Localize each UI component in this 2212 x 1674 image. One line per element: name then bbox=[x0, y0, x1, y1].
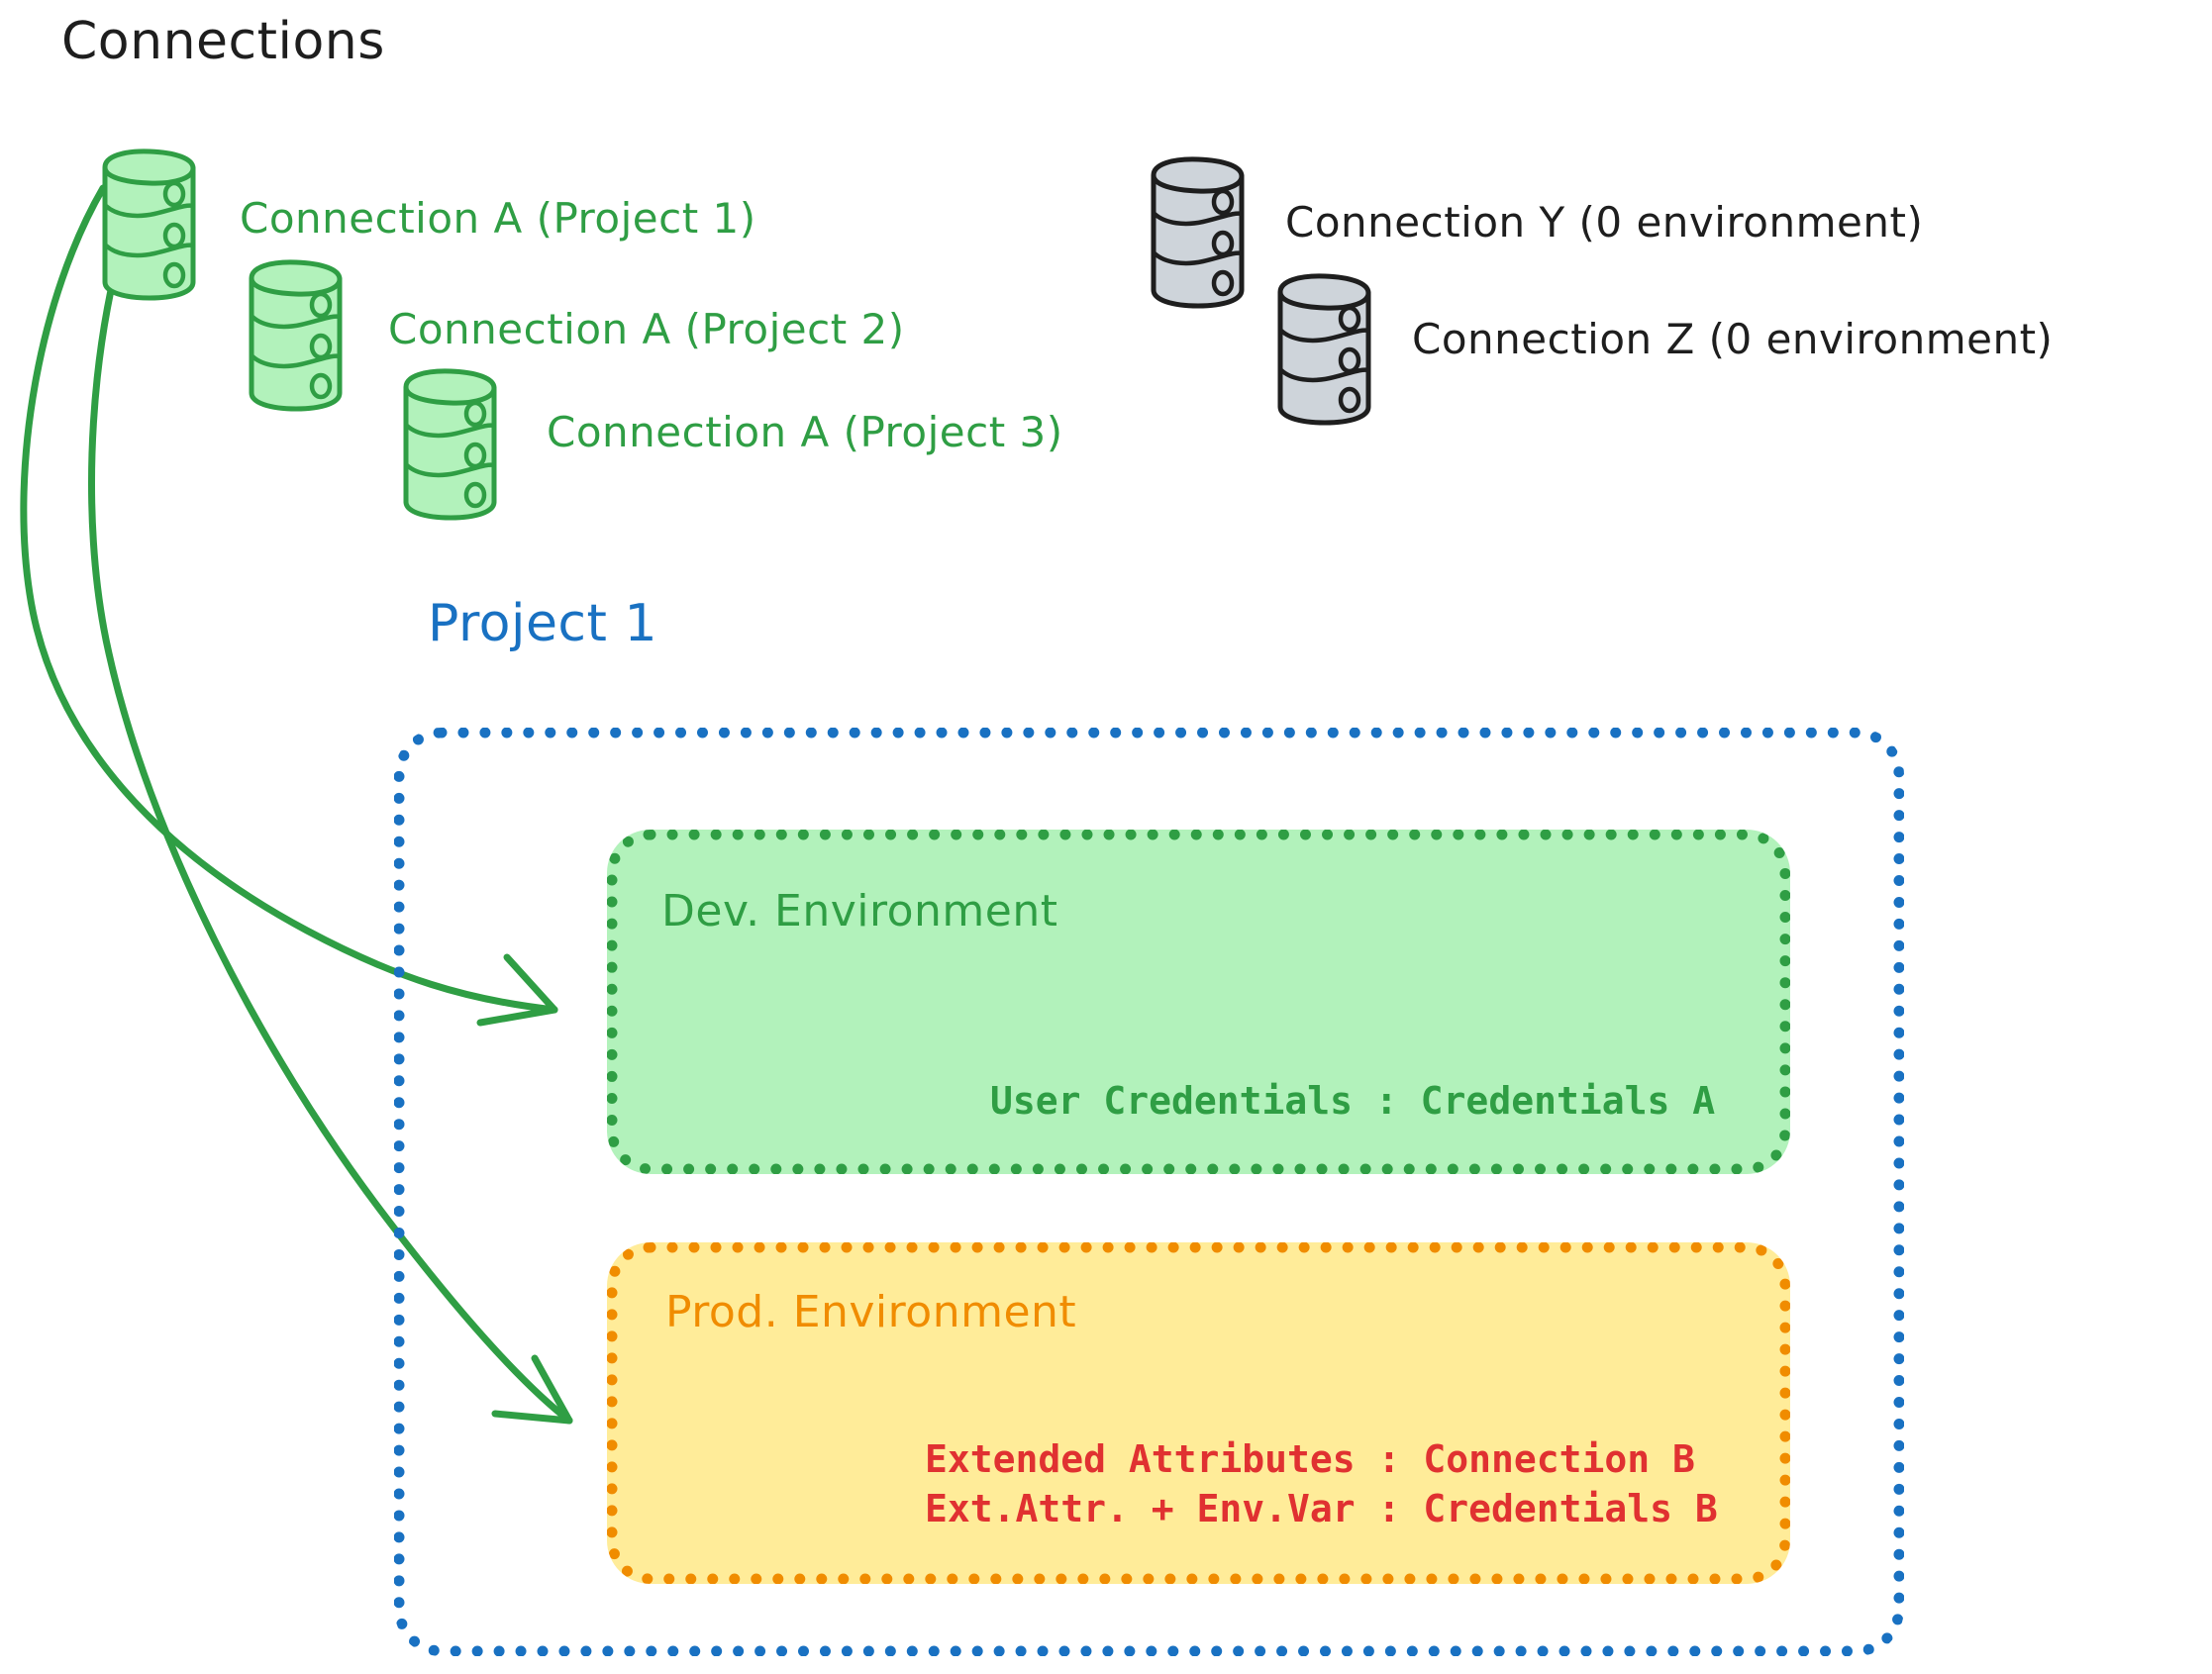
prod-environment-row-extended-attributes: Extended Attributes : Connection B bbox=[925, 1437, 1695, 1481]
connection-label-y: Connection Y (0 environment) bbox=[1285, 198, 1924, 246]
dev-environment-title: Dev. Environment bbox=[661, 886, 1058, 936]
connection-label-a-project-2: Connection A (Project 2) bbox=[388, 305, 905, 353]
prod-environment-box bbox=[607, 1242, 1790, 1584]
database-icon-connection-a-project-3 bbox=[403, 368, 497, 521]
database-icon-connection-a-project-1 bbox=[102, 148, 196, 301]
prod-environment-title: Prod. Environment bbox=[665, 1287, 1077, 1337]
prod-environment-row-ext-attr-env-var: Ext.Attr. + Env.Var : Credentials B bbox=[925, 1487, 1718, 1530]
dev-environment-box bbox=[607, 830, 1790, 1174]
connection-label-a-project-1: Connection A (Project 1) bbox=[240, 194, 756, 243]
connection-label-a-project-3: Connection A (Project 3) bbox=[547, 408, 1063, 456]
project-container bbox=[394, 728, 1904, 1656]
connection-label-z: Connection Z (0 environment) bbox=[1412, 315, 2054, 363]
database-icon-connection-a-project-2 bbox=[249, 259, 343, 412]
database-icon-connection-z bbox=[1277, 273, 1371, 426]
database-icon-connection-y bbox=[1151, 156, 1245, 309]
dev-environment-row-user-credentials: User Credentials : Credentials A bbox=[990, 1079, 1716, 1123]
project-title: Project 1 bbox=[428, 594, 658, 653]
page-title: Connections bbox=[61, 12, 385, 71]
